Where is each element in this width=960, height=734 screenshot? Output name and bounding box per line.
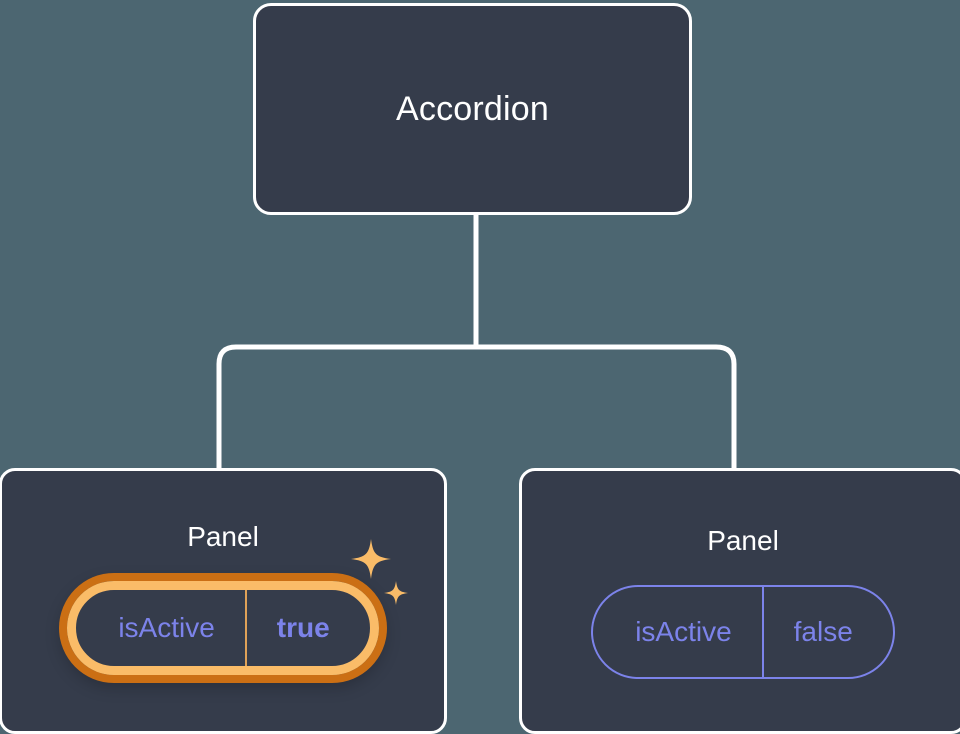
prop-value-active: true xyxy=(244,590,370,666)
edge-bus-to-panel-left xyxy=(216,344,476,470)
node-panel-active-label: Panel xyxy=(187,521,259,552)
prop-pill-active-wrapper: isActive true xyxy=(67,539,408,675)
node-accordion-label: Accordion xyxy=(396,90,549,128)
prop-key-active: isActive xyxy=(118,612,215,643)
prop-pill-inactive-wrapper: isActive false xyxy=(591,585,895,679)
node-panel-inactive[interactable]: Panel isActive false xyxy=(519,468,960,734)
prop-value-inactive: false xyxy=(761,587,893,677)
sparkle-small-icon xyxy=(383,581,408,605)
prop-pill-active[interactable]: isActive true xyxy=(67,581,379,675)
node-panel-active[interactable]: Panel isActive true xyxy=(0,468,447,734)
edge-bus-to-panel-right xyxy=(476,344,737,470)
prop-key-inactive: isActive xyxy=(635,616,732,647)
sparkle-large-icon xyxy=(350,539,391,579)
node-accordion[interactable]: Accordion xyxy=(253,3,692,215)
node-panel-inactive-label: Panel xyxy=(707,525,779,556)
prop-pill-inactive[interactable]: isActive false xyxy=(591,585,895,679)
